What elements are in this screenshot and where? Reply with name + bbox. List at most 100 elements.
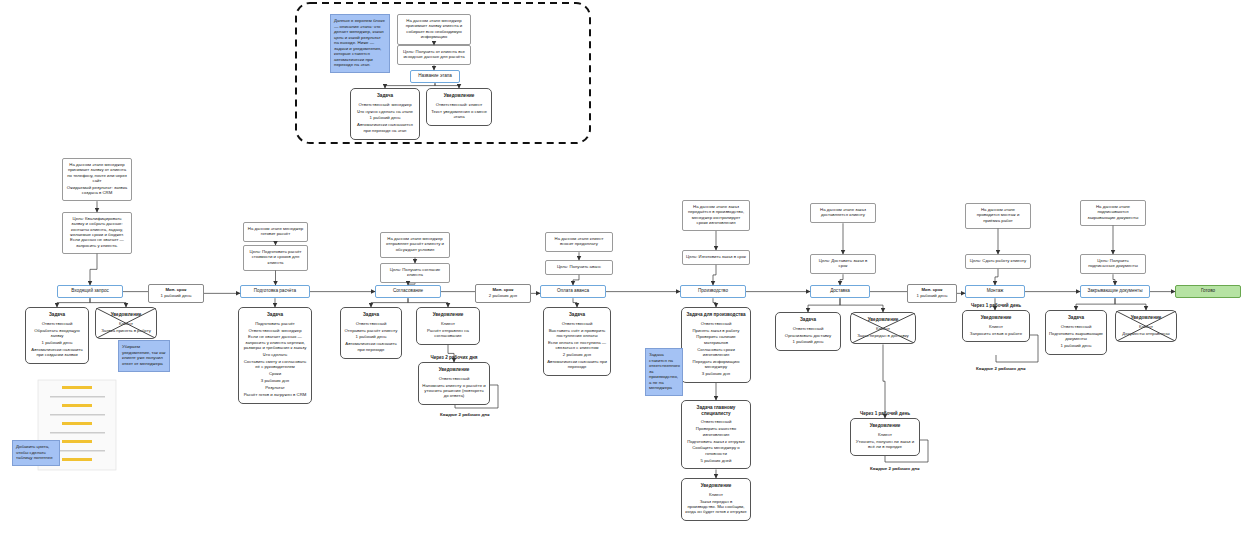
node-text: Клиент [854,326,912,331]
node-heading: Задача [344,312,398,318]
node-text: Подготовить заказ к отгрузке [685,439,747,444]
node-text: Клиент [1119,324,1173,329]
connector [713,265,716,285]
sticky-note: Данные в верхнем блоке — описание этапа:… [330,14,390,73]
node-text: Если оплата не поступила — связаться с к… [547,340,607,351]
description-box: Цель: Получить согласие клиента [380,263,450,283]
node-text: Сообщить менеджеру о готовности [685,445,747,456]
node-text: 1 рабочий день [910,293,955,298]
task-box: ЗадачаПодготовить расчётОтветственный: м… [238,307,312,404]
node-heading: Подготовка расчёта [243,288,307,294]
connector [97,201,98,212]
node-text: Обработать входящую заявку [29,328,85,339]
node-heading: На данном этапе менеджер готовит расчёт [247,226,304,237]
connector [434,44,435,45]
description-box: На данном этапе заказ доставляется клиен… [810,203,876,223]
node-text: Ответственный [685,419,747,424]
node-text: Передать информацию менеджеру [685,359,747,370]
stage-box: Согласование [375,285,441,298]
duration-label-box: Мин. срок1 рабочий день [907,284,957,303]
node-heading: Цель: Получить подписанные документы [1084,258,1142,269]
node-heading: Уведомление [685,483,747,489]
connector [573,298,577,307]
node-heading: Задача главному специалисту [685,405,747,416]
connector [998,229,999,254]
stage-box: Монтаж [965,285,1025,298]
node-text: Автоматически назначить при переходе [344,341,398,352]
connector [716,383,717,400]
node-text: Ответственный [344,321,398,326]
node-text: Клиент [420,321,476,326]
node-heading: Мин. срок [478,287,529,292]
node-text: Текст уведомления о смене этапа [430,109,488,120]
node-text: Клиент [854,432,916,437]
description-box: На данном этапе менеджер принимает заявк… [397,14,471,45]
cross-out-mark [1116,311,1176,341]
node-heading: На данном этапе менеджер принимает заявк… [66,162,128,183]
connector [1115,298,1146,310]
node-text: Уведомление [854,423,916,429]
node-text: Заявка принята в работу [99,328,153,333]
connector [716,231,717,250]
node-heading: Данные в верхнем блоке — описание этапа:… [334,18,386,68]
node-heading: Мин. срок [910,287,955,292]
task-box: ЗадачаОтветственный: менеджерЧто нужно с… [350,88,420,140]
node-text: Ответственный: клиент [430,102,488,107]
node-text: Уведомление [422,367,486,373]
connector [808,298,840,312]
description-box: Цель: Получить от клиента все исходные д… [397,45,471,65]
node-heading: Уведомление [854,317,912,323]
node-heading: Уведомление [99,312,153,318]
connector [606,291,680,292]
task-box: Через 2 рабочих дняУведомлениеОтветствен… [418,362,490,405]
task-box: ЗадачаОтветственныйОбработать входящую з… [25,307,89,364]
connector [123,291,148,292]
connector [408,298,448,307]
node-heading: На данном этапе менеджер отправляет расч… [384,236,446,252]
node-text: Организовать доставку [779,333,837,338]
connector [531,293,540,294]
node-text: Проверить наличие материалов [685,334,747,345]
legend-frame [296,3,590,143]
description-box: На данном этапе менеджер принимает заявк… [62,158,132,201]
connector [1076,298,1115,310]
node-heading: Уведомление [420,312,476,318]
description-box: На данном этапе клиент вносит предоплату [545,232,613,252]
node-text: Отправить расчёт клиенту [344,328,398,333]
node-text: Подготовить закрывающие документы [1049,331,1103,342]
node-text: Автоматически назначить при переходе [547,359,607,370]
sticky-note: Убираем уведомление, так как клиент уже … [118,340,170,372]
node-text: 1 рабочий день [354,115,416,120]
description-box: Цель: Квалифицировать заявку и собрать д… [62,212,132,254]
task-box: Через 1 рабочий деньУведомлениеКлиентЗап… [962,310,1030,342]
description-box: Цель: Доставить заказ в срок [810,254,876,274]
node-text: 1 рабочий день [151,293,202,298]
connector [573,275,579,285]
node-text: 2 рабочих дня [478,293,529,298]
connector [579,252,580,260]
node-text: Что нужно сделать на этапе [354,109,416,114]
node-heading: Закрывающие документы [1083,288,1147,294]
node-heading: Готово [1178,288,1238,294]
node-text: Ответственный [779,326,837,331]
node-text: Ответственный: менеджер [354,102,416,107]
cross-out-mark [851,313,915,343]
node-heading: На данном этапе проводится монтаж и приё… [969,207,1027,223]
cross-out-mark [96,308,156,338]
task-box: УведомлениеКлиентРасчёт отправлен на сог… [416,307,480,345]
node-text: Ответственный: менеджер [242,328,308,333]
node-heading: Задача для производства [685,312,747,318]
node-text: Запросить отзыв о работе [966,331,1026,336]
connector [90,298,126,307]
node-text: Автоматически назначить при создании зая… [29,347,85,358]
node-text: Заказ передан в производство. Мы сообщим… [685,499,747,515]
description-box: На данном этапе подписываются закрывающи… [1080,200,1146,226]
repeat-label: Каждые 2 рабочих дня [870,466,919,471]
node-text: Клиент [99,321,153,326]
task-box: Задача главному специалистуОтветственный… [681,400,751,469]
task-box: УведомлениеКлиентЗаказ передан в доставк… [850,312,916,344]
task-box: Задача для производстваОтветственныйПрин… [681,307,751,383]
node-text: Автоматически назначается при переходе н… [354,122,416,133]
stage-box: Оплата аванса [540,285,606,298]
